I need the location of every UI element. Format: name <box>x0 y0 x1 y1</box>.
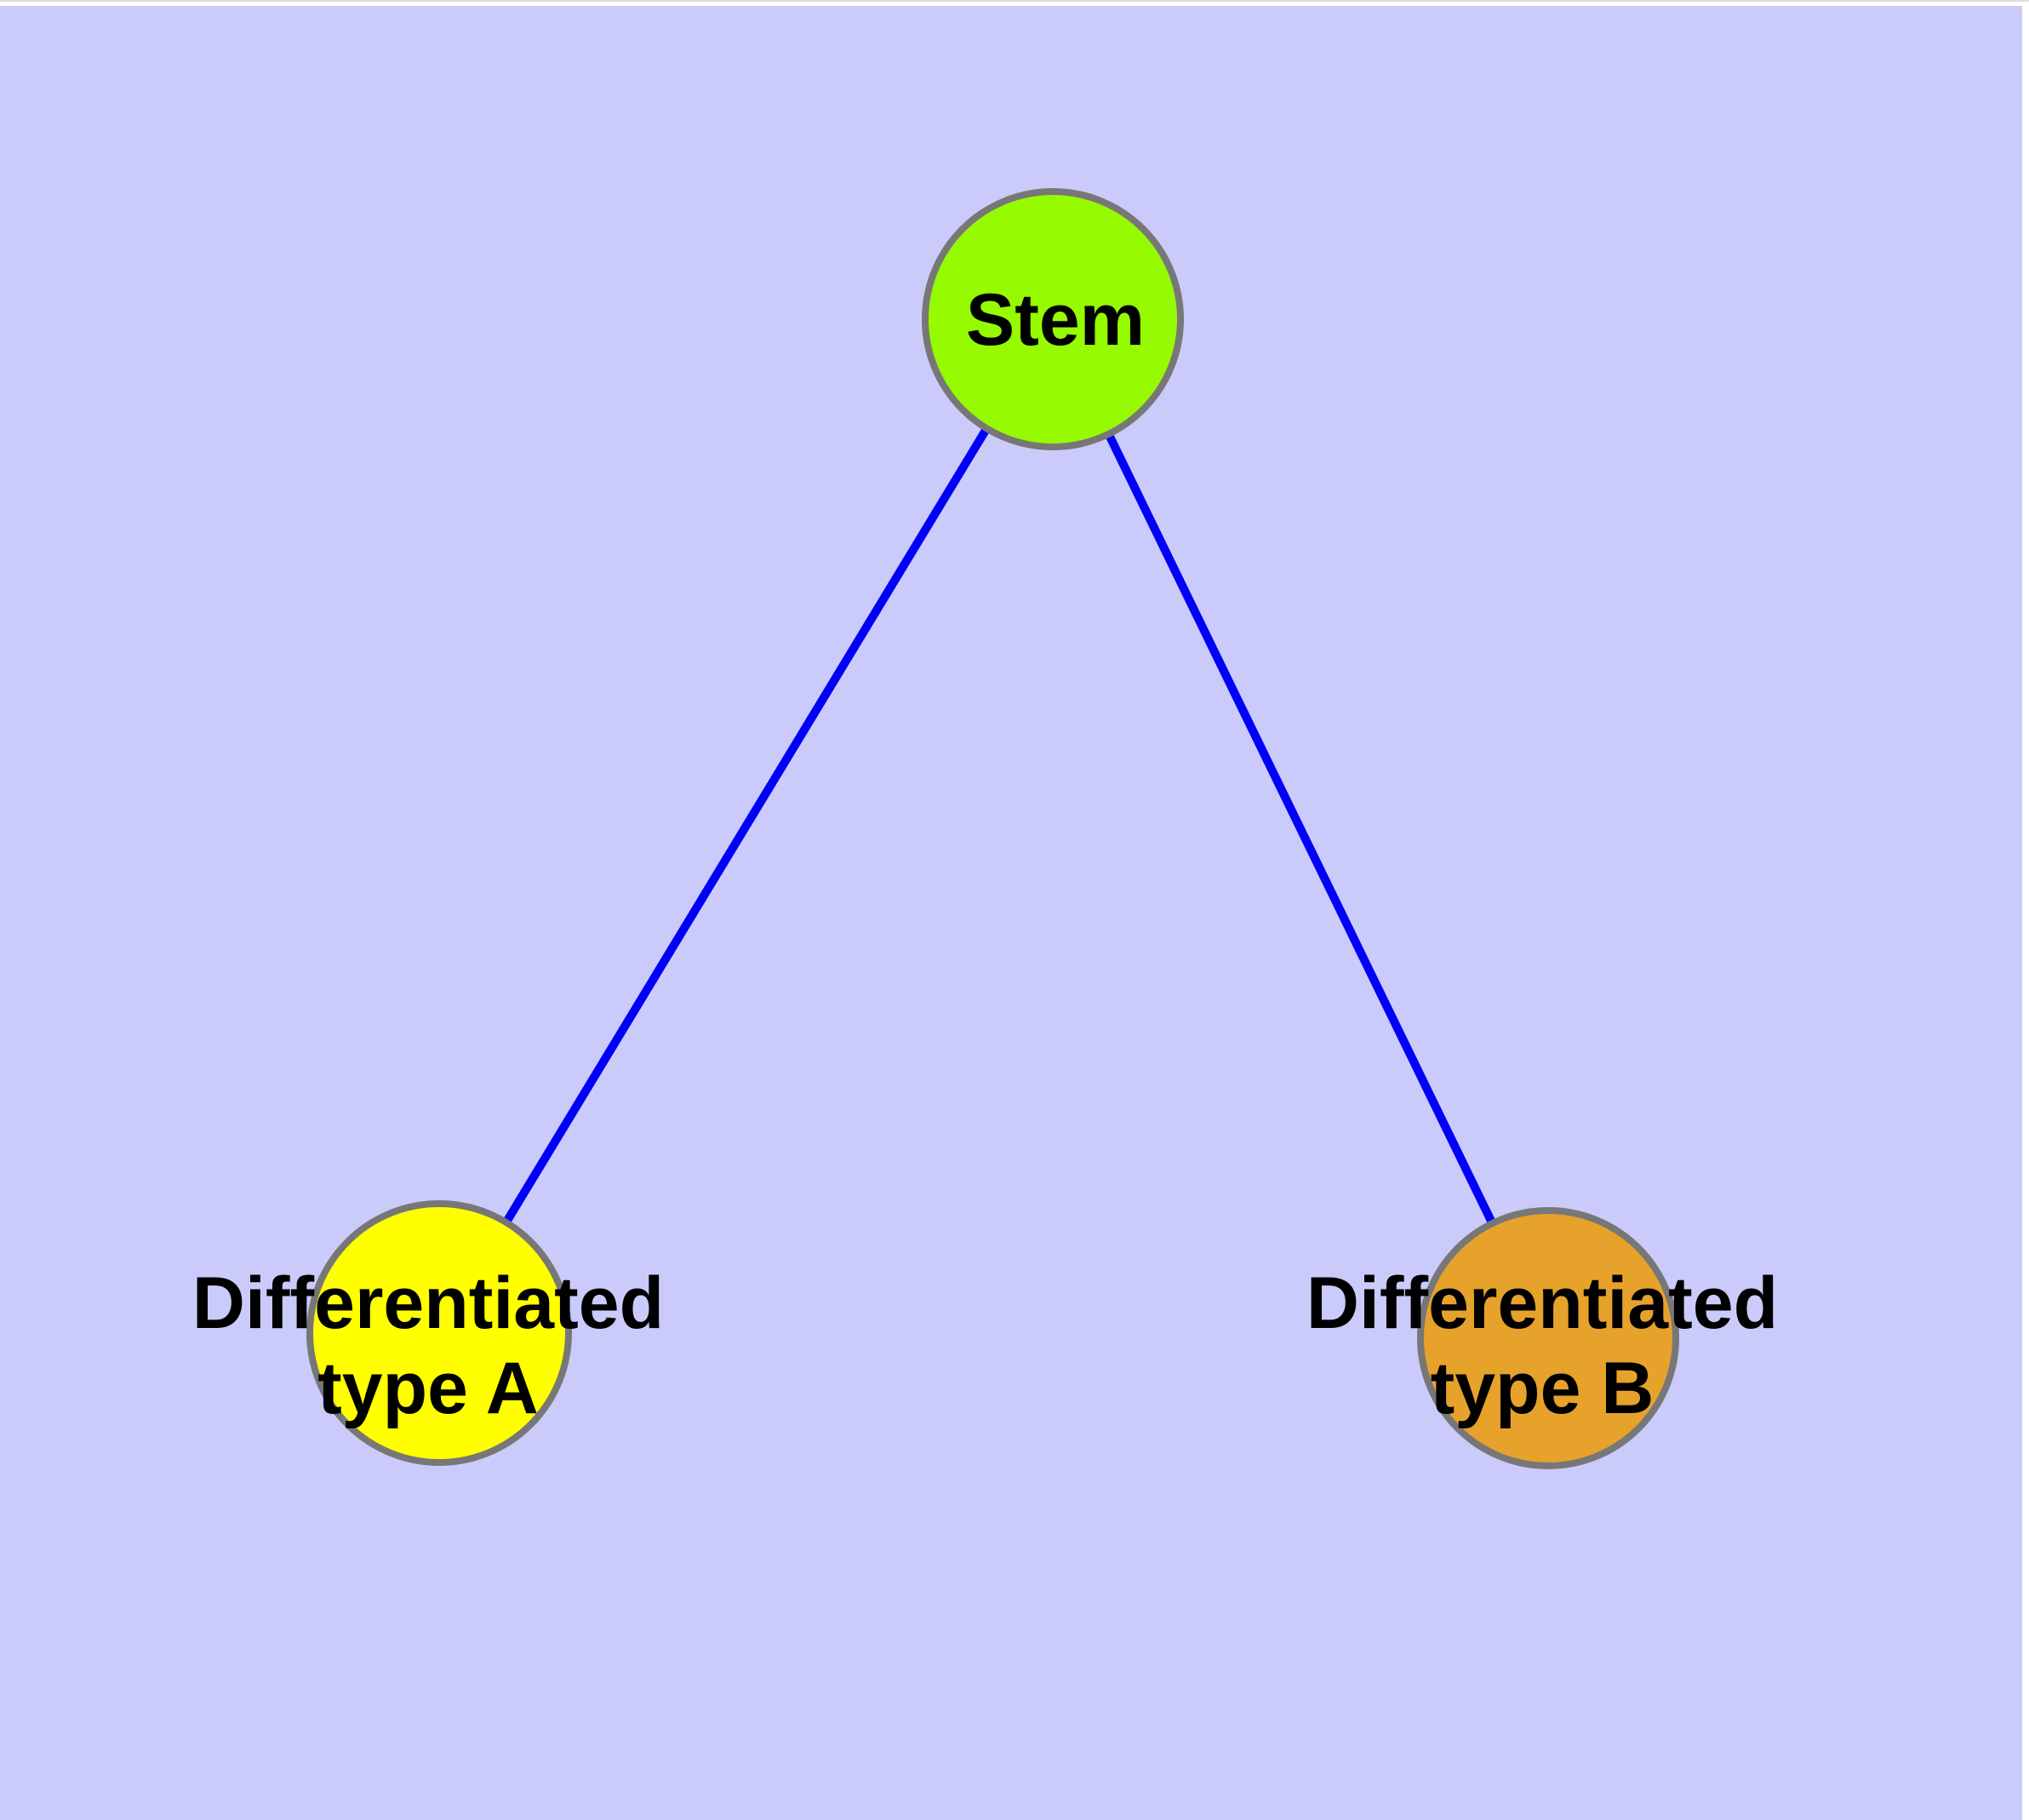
node-diff-b-circle <box>1417 1207 1679 1469</box>
node-stem-label: Stem <box>966 279 1145 361</box>
frame-top-hairline <box>0 0 2029 2</box>
node-diff-a-label-line2: type A <box>317 1348 539 1429</box>
node-diff-b-label-line1: Differentiated <box>1306 1262 1778 1344</box>
node-diff-a-circle <box>306 1200 572 1466</box>
node-diff-b-label-line2: type B <box>1431 1348 1655 1429</box>
edge-stem-to-diff-b <box>1049 317 1552 1341</box>
node-diff-a-label-line1: Differentiated <box>192 1262 664 1344</box>
node-stem-circle <box>922 188 1184 450</box>
edge-stem-to-diff-a <box>435 317 1057 1336</box>
